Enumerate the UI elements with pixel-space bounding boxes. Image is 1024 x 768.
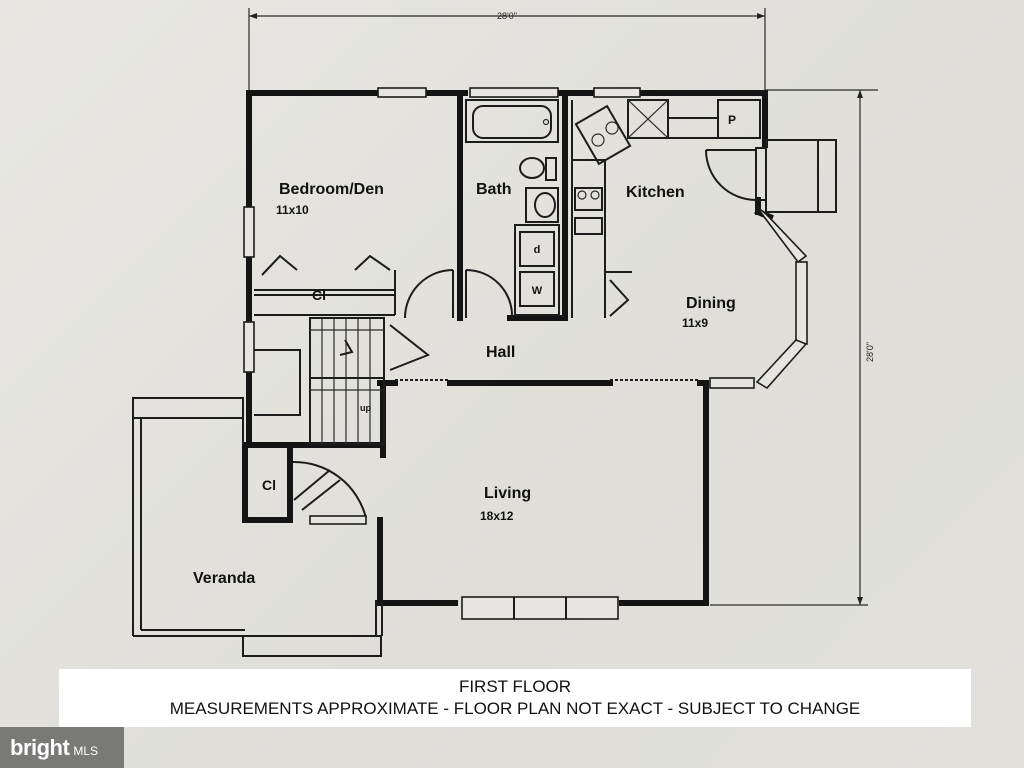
- room-labels: Bedroom/Den 11x10 Bath Kitchen Dining 11…: [193, 181, 736, 587]
- bedroom-closet: [254, 254, 395, 296]
- living-size: 18x12: [480, 509, 514, 523]
- top-dimension-label: 28'0": [497, 11, 517, 21]
- hall-doors: [404, 268, 514, 319]
- living-name: Living: [484, 485, 531, 502]
- bath-fixtures: d W: [465, 99, 560, 316]
- dining-name: Dining: [686, 295, 736, 312]
- bedroom-size: 11x10: [276, 203, 309, 217]
- kitchen-fixtures: P: [571, 99, 767, 318]
- bright-mls-watermark: bright MLS: [0, 727, 124, 768]
- bedroom-closet-label: Cl: [312, 287, 326, 303]
- entry-closet-label: Cl: [262, 477, 276, 493]
- watermark-brand: bright: [10, 734, 70, 760]
- right-dimension-label: 28'0": [865, 342, 875, 362]
- caption-title: FIRST FLOOR: [458, 677, 572, 696]
- entry-closet: [291, 460, 367, 525]
- stair-up-label: up: [360, 403, 371, 413]
- kitchen-name: Kitchen: [626, 184, 685, 201]
- washer-label: W: [532, 285, 543, 297]
- interior-walls: [252, 90, 700, 523]
- stair-closet-door: [389, 324, 430, 371]
- staircase: [254, 317, 385, 445]
- pantry-label: P: [728, 113, 736, 127]
- watermark-mls: MLS: [73, 743, 99, 758]
- dining-size: 11x9: [682, 316, 708, 330]
- hall-name: Hall: [486, 344, 515, 361]
- right-dimension: 28'0": [710, 89, 878, 606]
- back-steps: [765, 139, 837, 213]
- bay-window: [755, 205, 808, 390]
- veranda-name: Veranda: [193, 570, 255, 587]
- windows: [243, 87, 755, 620]
- caption-disclaimer: MEASUREMENTS APPROXIMATE - FLOOR PLAN NO…: [169, 699, 861, 718]
- bath-name: Bath: [476, 181, 512, 198]
- plan-caption: FIRST FLOOR MEASUREMENTS APPROXIMATE - F…: [59, 669, 971, 727]
- dryer-label: d: [534, 244, 541, 256]
- veranda: [132, 397, 383, 657]
- top-dimension: 28'0": [248, 8, 766, 90]
- bedroom-name: Bedroom/Den: [279, 181, 384, 198]
